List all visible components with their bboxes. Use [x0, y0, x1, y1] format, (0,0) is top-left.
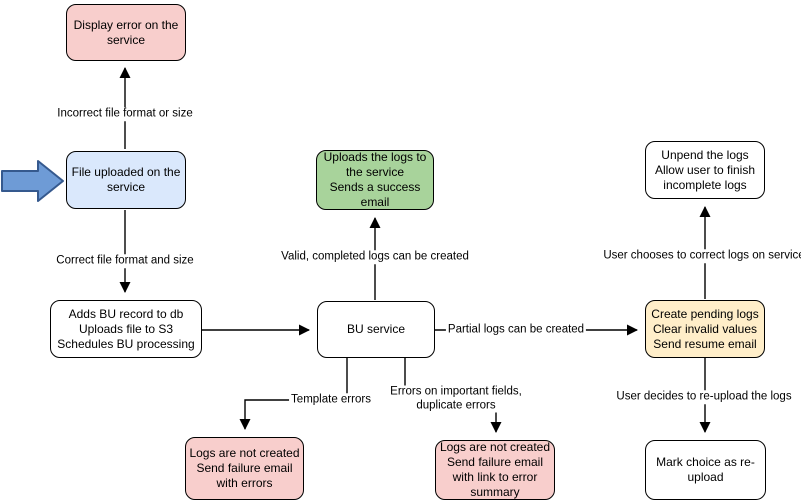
- node-create-pending-logs: Create pending logs Clear invalid values…: [645, 300, 765, 358]
- edge-label-partial-logs: Partial logs can be created: [445, 323, 587, 337]
- node-file-uploaded: File uploaded on the service: [66, 151, 186, 209]
- node-mark-choice-reupload: Mark choice as re- upload: [645, 440, 766, 500]
- edge-label-valid-completed: Valid, completed logs can be created: [279, 250, 471, 264]
- edge-label-template-errors: Template errors: [289, 393, 373, 407]
- node-fail-with-errors: Logs are not created Send failure email …: [185, 437, 304, 500]
- node-unpend-logs: Unpend the logs Allow user to finish inc…: [645, 141, 765, 199]
- node-display-error: Display error on the service: [66, 4, 186, 61]
- node-upload-success: Uploads the logs to the service Sends a …: [316, 150, 434, 210]
- edge-label-user-corrects: User chooses to correct logs on service: [601, 249, 801, 263]
- node-fail-with-summary: Logs are not created Send failure email …: [435, 440, 555, 500]
- fat-right-arrow-icon: [1, 160, 64, 202]
- edge-label-incorrect-format: Incorrect file format or size: [55, 107, 195, 121]
- edge-label-user-reuploads: User decides to re-upload the logs: [614, 390, 794, 404]
- node-adds-bu-record: Adds BU record to db Uploads file to S3 …: [50, 300, 202, 358]
- edge-label-important-fields: Errors on important fields, duplicate er…: [388, 385, 524, 413]
- edge-label-correct-format: Correct file format and size: [54, 254, 196, 268]
- node-bu-service: BU service: [317, 301, 435, 358]
